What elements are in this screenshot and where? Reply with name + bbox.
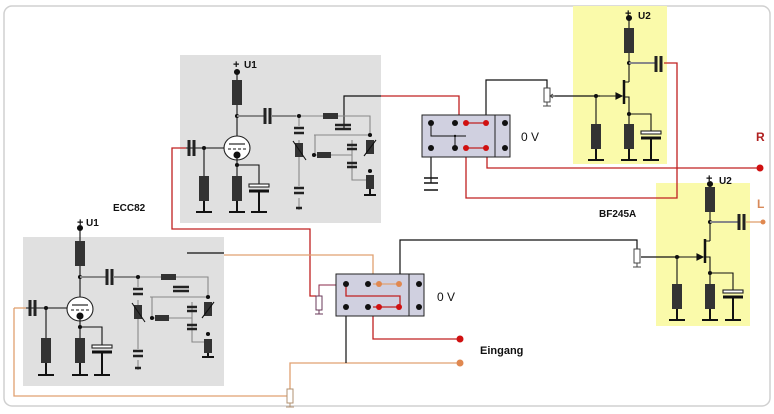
terminal-input-red[interactable] bbox=[456, 335, 464, 343]
switch-lower[interactable] bbox=[335, 273, 425, 317]
fet-type-label: BF245A bbox=[599, 209, 636, 220]
tube-stage-lower bbox=[26, 224, 215, 376]
potentiometer-lower-fet[interactable] bbox=[633, 248, 641, 268]
plus-sign-u2-upper: + bbox=[625, 8, 631, 20]
supply-label-u1-upper: U1 bbox=[244, 60, 257, 71]
potentiometer-upper[interactable] bbox=[543, 87, 555, 107]
switch-upper-label: 0 V bbox=[521, 130, 539, 144]
fet-stage-upper bbox=[588, 14, 663, 161]
supply-label-u2-lower: U2 bbox=[719, 176, 732, 187]
tube-type-label: ECC82 bbox=[113, 203, 146, 214]
switch-lower-label: 0 V bbox=[437, 290, 455, 304]
capacitor-switch-upper bbox=[424, 177, 438, 191]
tube-panel-upper bbox=[180, 55, 381, 223]
wires-black bbox=[187, 79, 680, 363]
wires-orange bbox=[13, 221, 762, 397]
plus-sign-u2-lower: + bbox=[706, 173, 712, 185]
output-r-label: R bbox=[756, 130, 765, 144]
terminal-output-r[interactable] bbox=[756, 164, 764, 172]
supply-label-u1-lower: U1 bbox=[86, 218, 99, 229]
plus-sign-u1-upper: + bbox=[233, 59, 239, 71]
tube-stage-upper bbox=[186, 68, 377, 213]
plus-sign-u1-lower: + bbox=[77, 217, 83, 229]
fet-panel-upper bbox=[573, 6, 667, 164]
fet-panel-lower bbox=[656, 183, 750, 326]
input-label: Eingang bbox=[480, 345, 523, 357]
switch-upper[interactable] bbox=[421, 114, 511, 158]
output-l-label: L bbox=[757, 197, 764, 211]
terminal-output-l[interactable] bbox=[760, 219, 766, 225]
supply-label-u2-upper: U2 bbox=[638, 11, 651, 22]
potentiometer-bottom[interactable] bbox=[286, 388, 294, 408]
fet-stage-lower bbox=[669, 180, 746, 321]
terminal-input-orange[interactable] bbox=[456, 359, 464, 367]
